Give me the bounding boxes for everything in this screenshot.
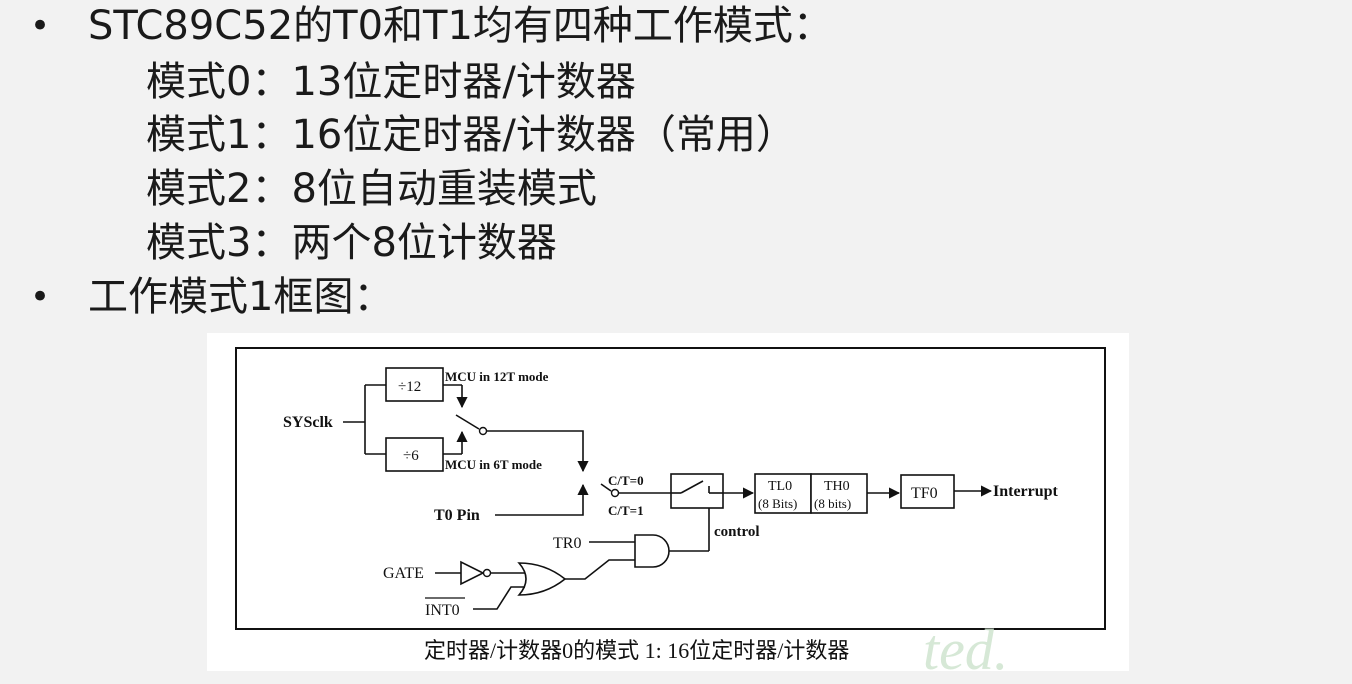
diagram-frame: [235, 347, 1106, 630]
watermark: ted.: [923, 617, 1008, 671]
tf0-label: TF0: [911, 485, 938, 502]
th0-box: [810, 473, 868, 514]
mode1-block-diagram: SYSclk ÷12 ÷6 MCU in 12T mode MCU in 6T …: [207, 333, 1129, 671]
control-label: control: [714, 524, 760, 540]
mode-1-item: 模式1：16位定时器/计数器（常用）: [146, 112, 796, 158]
mode-2-item: 模式2：8位自动重装模式: [146, 166, 597, 212]
diagram-svg: SYSclk ÷12 ÷6 MCU in 12T mode MCU in 6T …: [235, 347, 1106, 671]
int0-label: INT0: [425, 602, 460, 619]
th0-label: TH0: [824, 479, 850, 494]
bullet-1-text: STC89C52的T0和T1均有四种工作模式：: [88, 3, 833, 49]
figure-caption: 定时器/计数器0的模式 1: 16位定时器/计数器: [424, 638, 849, 663]
mcu-12t-label: MCU in 12T mode: [445, 369, 549, 384]
gate-label: GATE: [383, 565, 424, 582]
ct0-label: C/T=0: [608, 473, 644, 488]
th0-bits-label: (8 bits): [814, 496, 851, 511]
tl0-box: [754, 473, 812, 514]
not-gate-bubble: [482, 568, 492, 578]
div6-label: ÷6: [403, 448, 419, 464]
mode-0-item: 模式0：13位定时器/计数器: [146, 59, 636, 105]
div12-box: [385, 367, 444, 402]
or-gate: [517, 562, 567, 596]
tf0-box: [900, 474, 955, 509]
or-to-and: [565, 559, 635, 580]
t0-pin-label: T0 Pin: [434, 507, 480, 524]
bullet-2-text: 工作模式1框图：: [88, 274, 394, 320]
control-switch-box: [670, 473, 724, 509]
sysclk-label: SYSclk: [283, 414, 333, 431]
ct-switch-blade: [600, 483, 612, 492]
bullet-dot-2: •: [30, 277, 51, 317]
interrupt-label: Interrupt: [993, 483, 1059, 500]
ct-switch-pivot: [610, 488, 620, 498]
and-gate: [634, 534, 670, 568]
not-gate: [460, 560, 485, 586]
tl0-bits-label: (8 Bits): [758, 496, 797, 511]
div12-label: ÷12: [398, 379, 421, 395]
int0-path: [473, 586, 525, 610]
div6-box: [385, 437, 444, 472]
t0-pin-path: [495, 483, 589, 516]
tl0-label: TL0: [768, 479, 792, 494]
bullet-dot-1: •: [30, 6, 51, 46]
mode-3-item: 模式3：两个8位计数器: [146, 220, 557, 266]
clock-path: [487, 430, 589, 473]
control-switch-blade: [680, 480, 704, 494]
ct1-label: C/T=1: [608, 503, 644, 518]
mode-switch-pivot: [478, 426, 488, 436]
mcu-6t-label: MCU in 6T mode: [445, 457, 542, 472]
tr0-label: TR0: [553, 535, 581, 552]
mode-switch-blade: [455, 414, 480, 430]
